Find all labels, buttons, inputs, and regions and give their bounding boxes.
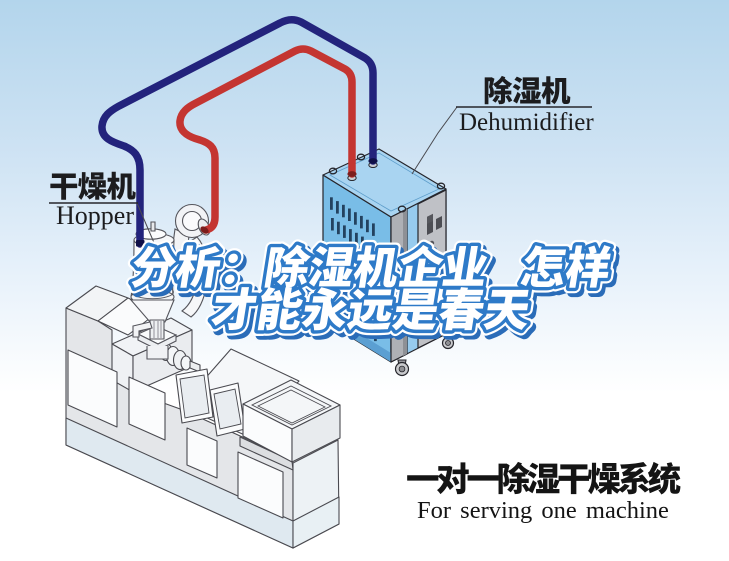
svg-text:For serving one machine: For serving one machine <box>417 497 669 524</box>
svg-text:Dehumidifier: Dehumidifier <box>459 109 594 136</box>
svg-text:Hopper: Hopper <box>56 201 134 230</box>
